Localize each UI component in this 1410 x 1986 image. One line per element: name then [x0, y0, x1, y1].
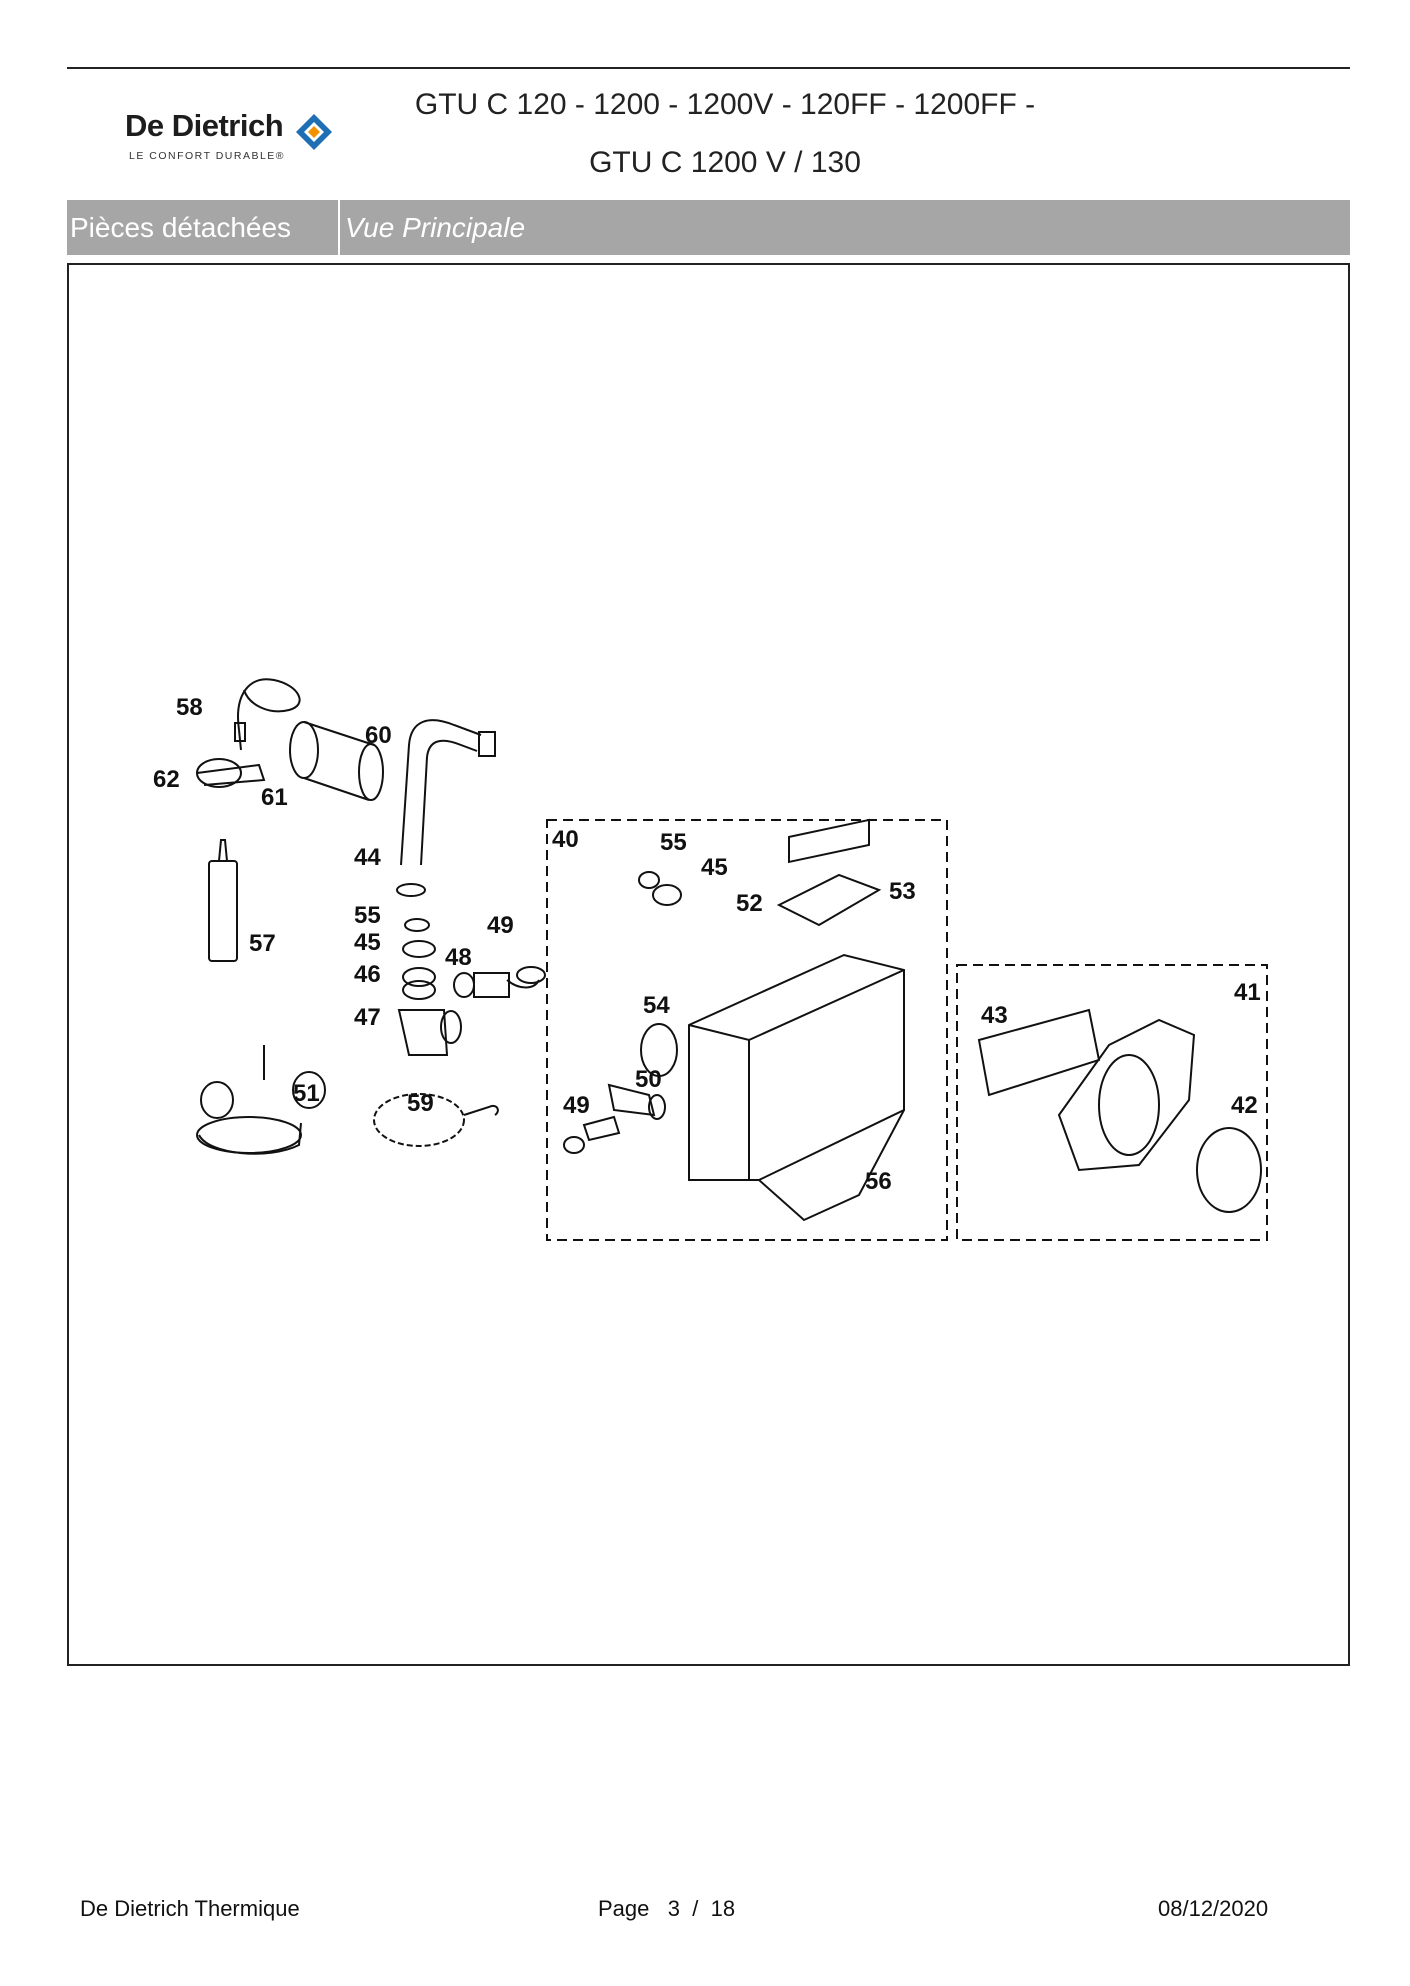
label-55b: 55 — [660, 829, 687, 856]
label-48: 48 — [445, 944, 472, 971]
view-label: Vue Principale — [345, 212, 526, 243]
label-58: 58 — [176, 694, 203, 721]
label-57: 57 — [249, 930, 276, 957]
footer-pagination: Page 3 / 18 — [598, 1896, 735, 1922]
section-label: Pièces détachées — [67, 200, 340, 255]
group-40-box — [546, 819, 948, 1241]
part-tee — [397, 1009, 462, 1056]
label-52: 52 — [736, 890, 763, 917]
footer-date: 08/12/2020 — [1158, 1896, 1269, 1921]
part-clip — [196, 758, 266, 788]
part-elbow-pipe — [396, 719, 496, 897]
document-title-line2: GTU C 1200 V / 130 — [589, 146, 861, 179]
label-45b: 45 — [701, 854, 728, 881]
label-53: 53 — [889, 878, 916, 905]
label-61: 61 — [261, 784, 288, 811]
label-40: 40 — [552, 826, 579, 853]
page-total: 18 — [710, 1896, 736, 1921]
brand-tagline: LE CONFORT DURABLE® — [129, 150, 286, 162]
section-band: Pièces détachées Vue Principale — [67, 200, 1350, 255]
label-50: 50 — [635, 1066, 662, 1093]
label-46: 46 — [354, 961, 381, 988]
part-sleeve — [289, 721, 384, 801]
label-54: 54 — [643, 992, 670, 1019]
part-rings — [402, 918, 436, 1000]
page-separator: / — [692, 1896, 699, 1921]
diagram-labels: 58 60 62 61 44 57 55 45 46 48 49 47 51 5… — [153, 694, 1261, 1195]
brand-name: De Dietrich — [125, 108, 284, 143]
brand-logo: De Dietrich LE CONFORT DURABLE® — [125, 108, 345, 168]
footer-company: De Dietrich Thermique — [80, 1896, 300, 1921]
label-47: 47 — [354, 1004, 381, 1031]
label-49: 49 — [487, 912, 514, 939]
document-title-line1: GTU C 120 - 1200 - 1200V - 120FF - 1200F… — [414, 88, 1036, 121]
label-55: 55 — [354, 902, 381, 929]
part-chain — [373, 1093, 499, 1147]
diamond-logo-icon — [296, 114, 332, 150]
part-fitting — [453, 966, 546, 998]
part-sensor-cable — [234, 678, 301, 751]
part-siphon — [196, 1045, 326, 1155]
label-42: 42 — [1231, 1092, 1258, 1119]
page-label: Page — [598, 1896, 650, 1921]
label-62: 62 — [153, 766, 180, 793]
label-43: 43 — [981, 1002, 1008, 1029]
page-current: 3 — [667, 1896, 680, 1921]
label-44: 44 — [354, 844, 381, 871]
exploded-parts-diagram: 58 60 62 61 44 57 55 45 46 48 49 47 51 5… — [153, 678, 1268, 1241]
part-sealant-tube — [208, 839, 238, 962]
label-45: 45 — [354, 929, 381, 956]
top-rule — [67, 67, 1350, 69]
label-56: 56 — [865, 1168, 892, 1195]
label-41: 41 — [1234, 979, 1261, 1006]
group-41-box — [956, 964, 1268, 1241]
label-59: 59 — [407, 1090, 434, 1117]
label-60: 60 — [365, 722, 392, 749]
label-49b: 49 — [563, 1092, 590, 1119]
diagram-frame: 58 60 62 61 44 57 55 45 46 48 49 47 51 5… — [67, 263, 1350, 1666]
label-51: 51 — [293, 1080, 320, 1107]
part-heat-exchanger — [688, 818, 905, 1222]
